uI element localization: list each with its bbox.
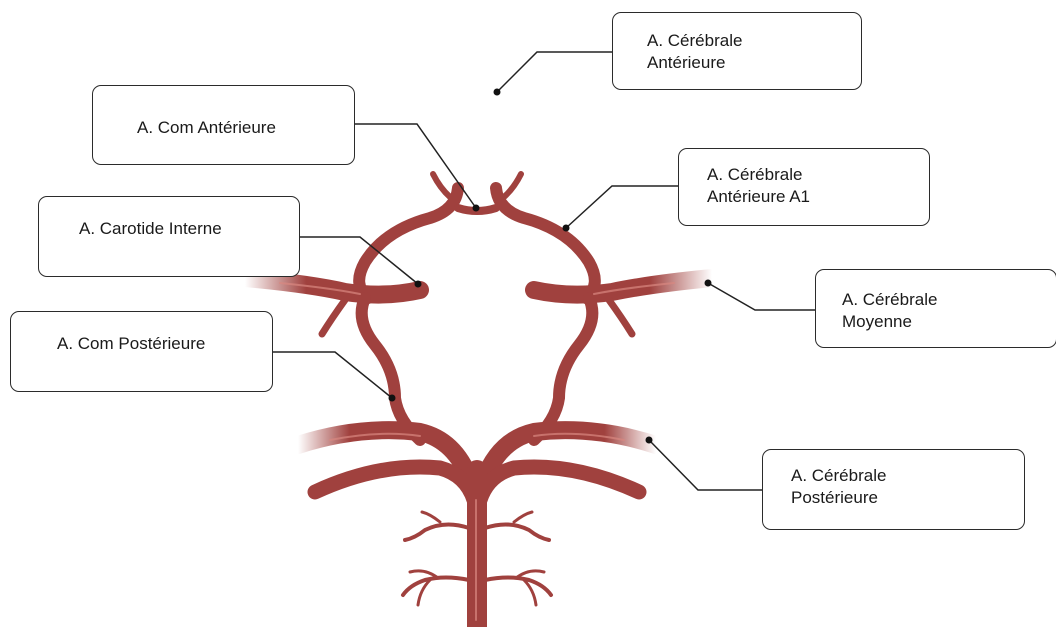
leader-cerebrale-anterieure-a1 [566,186,678,228]
label-line: A. Cérébrale [842,289,1056,311]
pontine-branch-right-1b [514,512,532,522]
right-superior-cerebellar-artery [480,467,639,500]
label-carotide-interne: A. Carotide Interne [38,196,300,277]
label-line: A. Cérébrale [647,30,861,52]
label-cerebrale-anterieure: A. Cérébrale Antérieure [612,12,862,90]
left-mca-small-branch [322,300,345,334]
right-mca-small-branch [609,300,632,334]
right-aca-branch [504,174,521,197]
label-line: A. Carotide Interne [79,218,299,240]
leader-com-posterieure [273,352,392,398]
pontine-branch-right-2 [485,578,551,596]
leader-cerebrale-moyenne [708,283,815,310]
label-cerebrale-anterieure-a1: A. Cérébrale Antérieure A1 [678,148,930,226]
leader-cerebrale-anterieure [497,52,612,92]
label-line: A. Cérébrale [707,164,929,186]
label-line: Moyenne [842,311,1056,333]
leader-cerebrale-posterieure [649,440,762,490]
left-posterior-communicating-artery [362,298,420,440]
pontine-branch-left-1 [405,524,469,540]
label-cerebrale-posterieure: A. Cérébrale Postérieure [762,449,1025,530]
label-line: A. Com Postérieure [57,333,272,355]
label-line: A. Cérébrale [791,465,1024,487]
label-com-anterieure: A. Com Antérieure [92,85,355,165]
left-middle-cerebral-artery [245,278,420,295]
left-a1-segment [359,188,458,298]
label-cerebrale-moyenne: A. Cérébrale Moyenne [815,269,1056,348]
left-superior-cerebellar-artery [315,467,474,500]
leader-endpoints [389,89,712,444]
left-aca-branch [433,174,450,197]
right-a1-segment [496,188,595,298]
label-line: Postérieure [791,487,1024,509]
artery-network [245,92,712,627]
label-line: Antérieure [647,52,861,74]
label-line: A. Com Antérieure [137,117,354,139]
right-posterior-communicating-artery [534,298,592,440]
right-middle-cerebral-artery [534,278,712,295]
pontine-branch-left-1b [422,512,440,522]
pontine-branch-left-2 [403,578,469,596]
pontine-branch-right-1 [485,524,549,540]
artery-highlights [280,283,674,620]
label-com-posterieure: A. Com Postérieure [10,311,273,392]
label-line: Antérieure A1 [707,186,929,208]
